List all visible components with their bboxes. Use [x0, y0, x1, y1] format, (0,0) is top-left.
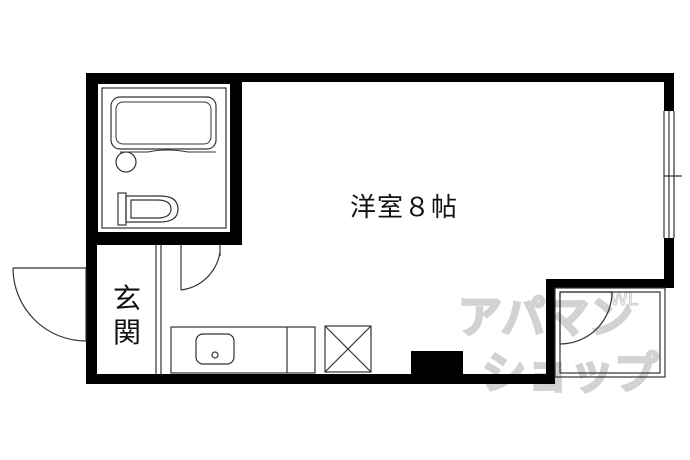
appliance-space [324, 325, 372, 373]
kitchen [170, 325, 372, 374]
watermark-line1: アパマン [458, 292, 633, 343]
pillar [411, 351, 463, 377]
window [663, 111, 682, 238]
watermark: アパマン ショップ WL [457, 288, 659, 400]
entrance-label-text: 玄関 [113, 282, 141, 349]
balcony-door [559, 291, 613, 345]
kitchen-sink [195, 333, 235, 365]
entrance-door [12, 267, 87, 342]
room-label-western: 洋室８帖 [350, 193, 458, 223]
unit-bath [86, 73, 242, 245]
watermark-mark: WL [610, 289, 638, 310]
room-label-entrance: 玄関 [113, 282, 141, 349]
partitions [155, 245, 221, 374]
toilet [117, 192, 179, 226]
bathtub [110, 96, 217, 150]
outer-walls [86, 73, 674, 384]
